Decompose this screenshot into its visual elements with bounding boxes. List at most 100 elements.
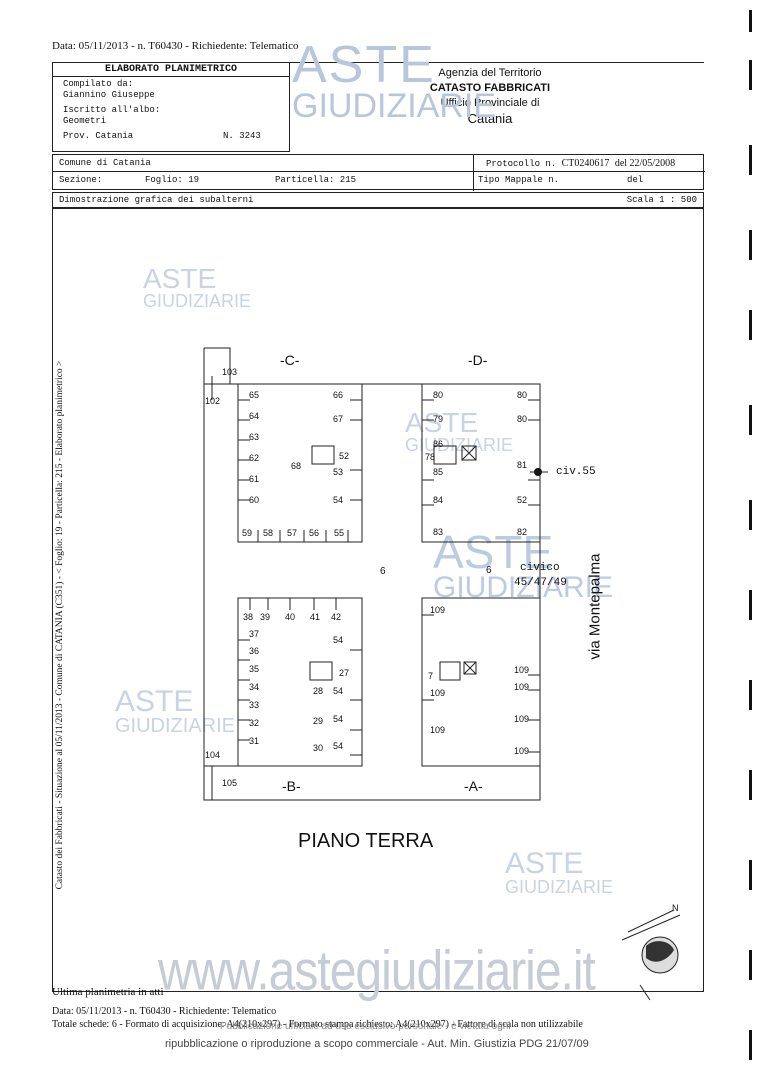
unit-number: 102 (205, 396, 221, 406)
unit-number: 80 (517, 414, 528, 424)
unit-number: 109 (430, 725, 446, 735)
unit-number: 40 (285, 612, 296, 622)
dimostrazione-label: Dimostrazione grafica dei subalterni (59, 195, 254, 205)
elaborato-title: ELABORATO PLANIMETRICO (53, 63, 289, 77)
watermark-logo-header: ASTE GIUDIZIARIE (292, 36, 496, 123)
unit-number: 39 (260, 612, 271, 622)
watermark-logo: ASTE GIUDIZIARIE (115, 687, 235, 737)
civ55-label: civ.55 (556, 466, 596, 478)
sector-label-a: -A- (464, 778, 483, 794)
unit-number: 54 (333, 495, 344, 505)
agenzia-header: Agenzia del Territorio CATASTO FABBRICAT… (420, 66, 560, 126)
compass-icon (621, 909, 681, 1001)
scan-edge-mark (749, 950, 752, 980)
protocollo-date: del 22/05/2008 (614, 158, 676, 169)
unit-number: 54 (333, 686, 344, 696)
unit-number: 62 (249, 453, 260, 463)
watermark-giudiziarie: GIUDIZIARIE (505, 877, 614, 897)
unit-number: 54 (333, 741, 344, 751)
unit-number: 33 (249, 700, 260, 710)
iscritto-value: Geometri (63, 116, 107, 126)
unit-number: 79 (433, 414, 444, 424)
unit-number: 61 (249, 474, 260, 484)
unit-number: 58 (263, 528, 274, 538)
unit-number: 104 (205, 750, 221, 760)
unit-number: 78 (425, 452, 436, 462)
unit-number: 64 (249, 411, 260, 421)
courtyard-number: 6 (380, 566, 386, 577)
unit-number: 32 (249, 718, 260, 728)
footer-line3: Totale schede: 6 - Formato di acquisizio… (52, 1019, 583, 1030)
unit-number: 81 (517, 460, 528, 470)
agenzia-line4: Catania (467, 111, 513, 126)
unit-number: 109 (514, 665, 530, 675)
scan-edge-mark (749, 770, 752, 800)
footer-line2: Data: 05/11/2013 - n. T60430 - Richieden… (52, 1006, 277, 1017)
footer-publication: Pubblicazione ufficiale ad uso esclusivo… (220, 1021, 511, 1032)
foglio-label: Foglio: 19 (145, 175, 200, 185)
scan-edge-mark (749, 10, 752, 32)
unit-number: 63 (249, 432, 260, 442)
unit-number: 80 (433, 390, 444, 400)
scan-edge-mark (749, 860, 752, 890)
unit-number: 109 (430, 605, 446, 615)
scan-edge-mark (749, 230, 752, 260)
unit-number: 60 (249, 495, 260, 505)
unit-number: 36 (249, 646, 260, 656)
unit-number: 59 (242, 528, 253, 538)
unit-number: 29 (313, 716, 324, 726)
unit-number: 31 (249, 736, 260, 746)
unit-number: 66 (333, 390, 344, 400)
n-label: N. (223, 131, 234, 141)
watermark-aste: ASTE (505, 847, 584, 880)
watermark-aste: ASTE (405, 407, 479, 438)
unit-number: 103 (222, 367, 238, 377)
watermark-aste: ASTE (143, 263, 217, 294)
info-box: Comune di Catania Sezione: Foglio: 19 Pa… (52, 154, 705, 191)
top-line: Data: 05/11/2013 - n. T60430 - Richieden… (52, 40, 299, 52)
scan-edge-mark (749, 405, 752, 435)
scan-edge-mark (749, 680, 752, 710)
unit-number: 65 (249, 390, 260, 400)
compass-n-label: N (672, 903, 679, 913)
scan-edge-mark (749, 310, 752, 340)
unit-number: 52 (517, 495, 528, 505)
street-label: via Montepalma (586, 553, 604, 660)
watermark-aste: ASTE (433, 526, 554, 578)
scan-edge-mark (749, 145, 752, 175)
scan-edge-mark (749, 590, 752, 620)
sector-label-b: -B- (282, 778, 301, 794)
unit-number: 52 (339, 451, 350, 461)
courtyard-number: 6 (486, 565, 492, 576)
comune-label: Comune di Catania (59, 158, 151, 168)
unit-number: 54 (333, 714, 344, 724)
unit-number: 7 (428, 671, 434, 681)
unit-number: 37 (249, 629, 260, 639)
block-d (421, 383, 541, 543)
unit-number: 86 (433, 439, 444, 449)
info-divider (473, 155, 474, 191)
unit-number: 80 (517, 390, 528, 400)
unit-number: 109 (514, 746, 530, 756)
watermark-logo: ASTE GIUDIZIARIE (405, 407, 513, 455)
unit-number: 109 (514, 714, 530, 724)
tipo-mappale: Tipo Mappale n. (478, 175, 560, 185)
n-value: 3243 (239, 131, 261, 141)
unit-number: 42 (331, 612, 342, 622)
scala-label: Scala 1 : 500 (626, 195, 697, 205)
unit-number: 53 (333, 467, 344, 477)
unit-number: 68 (291, 461, 302, 471)
unit-number: 38 (243, 612, 254, 622)
scan-edge-mark (749, 500, 752, 530)
block-a (421, 597, 541, 767)
unit-number: 82 (517, 527, 528, 537)
unit-number: 27 (339, 668, 350, 678)
watermark-aste: ASTE (292, 36, 436, 94)
unit-number: 54 (333, 635, 344, 645)
unit-number: 67 (333, 414, 344, 424)
agenzia-line1: Agenzia del Territorio (438, 67, 542, 79)
watermark-logo: ASTE GIUDIZIARIE (505, 847, 614, 897)
footer-ripubblicazione: ripubblicazione o riproduzione a scopo c… (165, 1038, 589, 1050)
unit-number: 30 (313, 743, 324, 753)
compilato-name: Giannino Giuseppe (63, 90, 155, 100)
